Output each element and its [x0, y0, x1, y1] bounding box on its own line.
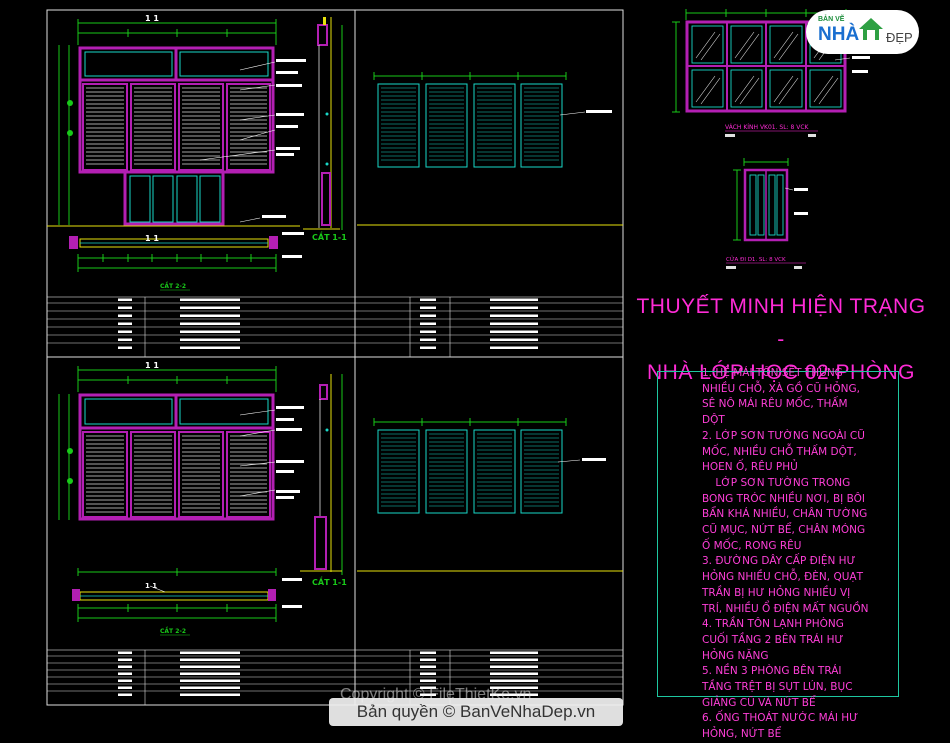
section-1-1-bottom: CẮT 1-1: [312, 575, 347, 587]
table-cell-text: [420, 693, 436, 696]
table-cell-text: [420, 651, 436, 654]
table-cell-text: [490, 306, 538, 309]
table-cell-text: [490, 330, 538, 333]
elevation-bottom-left: [58, 366, 304, 521]
table-cell-text: [180, 346, 240, 349]
heading-line-2: NHÀ LỚP HỌC 02 PHÒNG: [646, 361, 916, 384]
note-item: 2. LỚP SƠN TƯỜNG NGOÀI CŨ MỐC, NHIỀU CHỖ…: [702, 429, 865, 474]
note-item: 4. TRẦN TÔN LẠNH PHÒNG CUỐI TẦNG 2 BÊN T…: [702, 618, 844, 662]
table-cell-text: [490, 679, 538, 682]
note-item: 3. ĐƯỜNG DÂY CẤP ĐIỆN HƯ HỎNG NHIỀU CHỖ,…: [702, 555, 869, 615]
table-cell-text: [420, 330, 436, 333]
title-table-top: [46, 296, 624, 358]
table-cell-text: [180, 314, 240, 317]
table-cell-text: [180, 679, 240, 682]
table-cell-text: [490, 651, 538, 654]
table-cell-text: [420, 658, 436, 661]
elev-mark-bottom: 1 1: [145, 361, 159, 370]
table-cell-text: [420, 686, 436, 689]
sheet-border: [46, 9, 624, 706]
window-title: VÁCH KÍNH VK01. SL: 8 VCK: [725, 124, 810, 131]
section-2-2-top: CẮT 2-2: [160, 282, 186, 290]
table-cell-text: [180, 322, 240, 325]
table-cell-text: [118, 665, 132, 668]
table-cell-text: [180, 665, 240, 668]
section-1-1-top: CẮT 1-1: [312, 230, 347, 242]
table-cell-text: [180, 672, 240, 675]
table-cell-text: [490, 672, 538, 675]
table-cell-text: [420, 338, 436, 341]
note-item: LỚP SƠN TƯỜNG TRONG BONG TRÓC NHIỀU NƠI,…: [702, 476, 871, 552]
plan-top: [69, 232, 304, 272]
table-cell-text: [118, 322, 132, 325]
logo-brand-text: NHÀ: [818, 24, 860, 45]
table-cell-text: [118, 658, 132, 661]
table-cell-text: [490, 665, 538, 668]
louver-elevation-bottom-right: [357, 418, 623, 572]
plan-mark-top: 1 1: [145, 234, 159, 243]
description-heading: THUYẾT MINH HIỆN TRẠNG - NHÀ LỚP HỌC 02 …: [636, 290, 926, 389]
table-cell-text: [490, 298, 538, 301]
table-cell-text: [490, 346, 538, 349]
section-strip-bottom: [300, 374, 343, 575]
table-cell-text: [180, 330, 240, 333]
louver-elevation-top-right: [357, 72, 623, 226]
plan-bottom: [72, 568, 302, 622]
brand-logo: BẢN VẼ NHÀ ĐẸP: [806, 10, 919, 54]
note-item: 1. HỆ MÁI TÔN SẼT THỦNG NHIỀU CHỖ, XÀ GỒ…: [702, 367, 860, 427]
house-icon: [859, 18, 883, 40]
table-cell-text: [118, 679, 132, 682]
door-title: CỬA ĐI D1. SL: 8 VCK: [726, 255, 786, 263]
note-item: 5. NỀN 3 PHÒNG BÊN TRÁI TẦNG TRỆT BỊ SỤT…: [702, 665, 853, 709]
door-d1-drawing: CỬA ĐI D1. SL: 8 VCK: [726, 158, 808, 269]
table-cell-text: [118, 338, 132, 341]
table-cell-text: [180, 693, 240, 696]
table-cell-text: [420, 322, 436, 325]
table-cell-text: [490, 314, 538, 317]
note-item: 6. ỐNG THOÁT NƯỚC MÁI HƯ HỎNG, NỨT BỂ: [702, 712, 859, 741]
elev-mark-top: 1 1: [145, 14, 159, 23]
table-cell-text: [420, 306, 436, 309]
table-cell-text: [118, 306, 132, 309]
title-table-bottom: [46, 649, 624, 706]
table-cell-text: [490, 658, 538, 661]
elevation-top-left: [47, 19, 306, 227]
table-cell-text: [490, 693, 538, 696]
table-cell-text: [118, 298, 132, 301]
table-cell-text: [490, 338, 538, 341]
table-cell-text: [118, 346, 132, 349]
logo-top-text: BẢN VẼ: [818, 16, 845, 23]
table-cell-text: [118, 651, 132, 654]
table-cell-text: [118, 686, 132, 689]
table-cell-text: [180, 338, 240, 341]
notes-list: 1. HỆ MÁI TÔN SẼT THỦNG NHIỀU CHỖ, XÀ GỒ…: [702, 366, 872, 743]
copyright-banner: Bản quyền © BanVeNhaDep.vn: [329, 698, 623, 726]
section-strip-top: [303, 17, 343, 230]
table-cell-text: [420, 346, 436, 349]
table-cell-text: [420, 679, 436, 682]
window-vk01-drawing: VÁCH KÍNH VK01. SL: 8 VCK: [672, 9, 870, 137]
table-cell-text: [180, 306, 240, 309]
section-2-2-bottom: CẮT 2-2: [160, 627, 186, 635]
table-cell-text: [180, 658, 240, 661]
table-cell-text: [118, 314, 132, 317]
table-cell-text: [118, 330, 132, 333]
plan-mark-bottom: 1 1: [145, 582, 157, 590]
section-labels: CẮT 1-1 CẮT 2-2 CẮT 1-1 CẮT 2-2 1 1 1 1 …: [145, 14, 347, 636]
table-cell-text: [420, 672, 436, 675]
table-cell-text: [180, 686, 240, 689]
table-cell-text: [118, 672, 132, 675]
notes-frame: [657, 371, 899, 697]
table-cell-text: [118, 693, 132, 696]
table-cell-text: [420, 298, 436, 301]
table-cell-text: [490, 686, 538, 689]
table-cell-text: [420, 314, 436, 317]
table-cell-text: [180, 651, 240, 654]
table-cell-text: [420, 665, 436, 668]
table-cell-text: [180, 298, 240, 301]
table-cell-text: [490, 322, 538, 325]
heading-line-1: THUYẾT MINH HIỆN TRẠNG -: [636, 295, 926, 351]
logo-suffix-text: ĐẸP: [886, 30, 913, 45]
